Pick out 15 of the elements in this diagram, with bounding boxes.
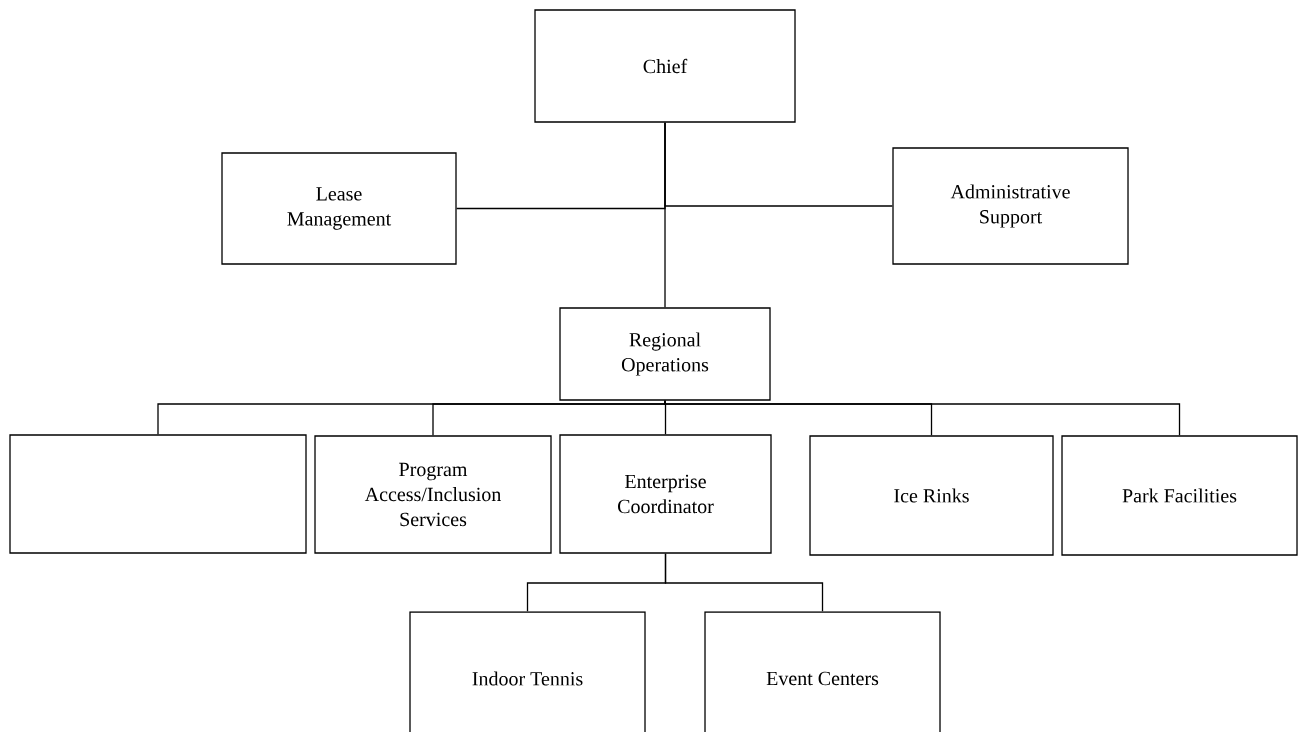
connector-line xyxy=(664,122,666,308)
org-box: Regional Operations xyxy=(559,307,771,401)
org-box: Park Facilities xyxy=(1061,435,1298,556)
org-box: Enterprise Coordinator xyxy=(559,434,772,554)
org-box xyxy=(9,434,307,554)
org-box: Ice Rinks xyxy=(809,435,1054,556)
org-box: Event Centers xyxy=(704,611,941,732)
org-box: Lease Management xyxy=(221,152,457,265)
connector-line xyxy=(432,400,666,436)
connector-line xyxy=(664,400,1181,436)
connector-line xyxy=(664,553,824,612)
org-box: Chief xyxy=(534,9,796,123)
org-box: Program Access/Inclusion Services xyxy=(314,435,552,554)
org-box: Indoor Tennis xyxy=(409,611,646,732)
org-box: Administrative Support xyxy=(892,147,1129,265)
